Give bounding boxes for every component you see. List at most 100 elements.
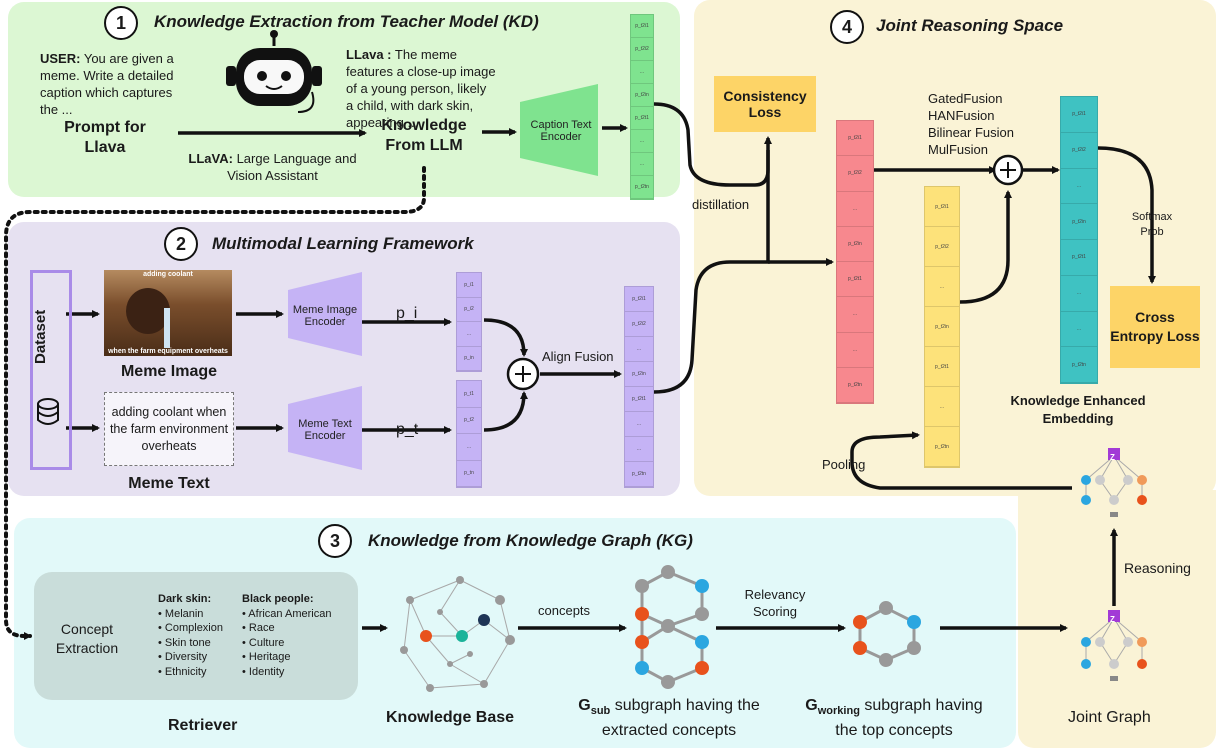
gsub-text: subgraph having the extracted concepts: [601, 697, 760, 740]
reasoning-label: Reasoning: [1124, 560, 1191, 576]
list-item: • Identity: [242, 665, 285, 678]
vector-cell: ...: [457, 434, 481, 461]
knowledge-base-graph: [403, 579, 511, 689]
caption-text-encoder: Caption Text Encoder: [530, 119, 592, 143]
vector-cell: ...: [1061, 169, 1097, 205]
vector-cell: p_t2t1: [631, 107, 653, 130]
panel1-title: Knowledge Extraction from Teacher Model …: [154, 12, 539, 31]
knowledge-base-label: Knowledge Base: [386, 709, 515, 726]
list-item: • Race: [242, 622, 275, 634]
vector-cell: ...: [631, 130, 653, 153]
vector-cell: p_t1: [457, 381, 481, 408]
vector-cell: p_t2: [457, 408, 481, 434]
dataset-label: Dataset: [32, 309, 49, 365]
gworking-text: subgraph having the top concepts: [835, 697, 983, 740]
vector-cell: p_i2: [457, 298, 481, 322]
vector-cell: ...: [925, 387, 959, 427]
step-number-4: 4: [830, 10, 864, 44]
vector-cell: ...: [925, 267, 959, 307]
joint-graph-label: Joint Graph: [1068, 709, 1151, 726]
vector-cell: p_t2i1: [631, 15, 653, 38]
meme-text-box: adding coolant when the farm environment…: [104, 392, 234, 466]
black-people-title: Black people:: [242, 593, 314, 605]
llava-definition: LLaVA: Large Language and Vision Assista…: [180, 150, 365, 184]
vector-cell: p_t2t1: [1061, 240, 1097, 276]
relevancy-label: Relevancy Scoring: [744, 587, 806, 619]
vector-cell: p_i1: [457, 273, 481, 298]
pooling-label: Pooling: [822, 457, 866, 472]
step-number-1: 1: [104, 6, 138, 40]
vector-cell: p_t2i1: [925, 187, 959, 227]
user-prompt: USER: You are given a meme. Write a deta…: [40, 50, 190, 118]
vector-cell: ...: [837, 297, 873, 333]
list-item: • Ethnicity: [158, 665, 207, 678]
step-number-2: 2: [164, 227, 198, 261]
vector-cell: p_t2i2: [837, 156, 873, 192]
list-item: • Skin tone: [158, 636, 211, 649]
meme-text-label: Meme Text: [128, 475, 210, 492]
retriever-label: Retriever: [168, 717, 238, 734]
panel2-title: Multimodal Learning Framework: [212, 234, 474, 253]
prompt-for-llava: Prompt for Llava: [64, 119, 146, 156]
llava-output: LLava : The meme features a close-up ima…: [346, 46, 496, 131]
vector-cell: p_t2t1: [625, 387, 653, 412]
panel4-title: Joint Reasoning Space: [876, 16, 1064, 35]
dark-skin-list: Dark skin: • Melanin • Complexion • Skin…: [158, 592, 223, 679]
vector-cell: ...: [837, 192, 873, 227]
gworking-graph: [858, 606, 916, 662]
panel3-title: Knowledge from Knowledge Graph (KG): [368, 531, 693, 550]
vector-cell: ...: [625, 437, 653, 462]
fusion-option-gated: GatedFusion: [928, 91, 1003, 106]
list-item: • Heritage: [242, 651, 291, 663]
vector-cell: p_t2tn: [925, 427, 959, 467]
list-item: • Melanin: [158, 607, 204, 620]
concept-extraction-label: Concept Extraction: [55, 621, 119, 656]
vector-cell: p_t2i2: [925, 227, 959, 267]
vector-cell: p_t2t1: [925, 347, 959, 387]
user-label: USER:: [40, 51, 81, 66]
list-item: • Culture: [242, 636, 285, 649]
cross-entropy-box: Cross Entropy Loss: [1110, 286, 1200, 368]
vector-cell: p_t2i2: [631, 38, 653, 61]
vector-cell: p_t2i1: [837, 121, 873, 157]
knowledge-enhanced-embedding-label: Knowledge Enhanced Embedding: [1010, 393, 1146, 426]
vector-cell: ...: [457, 322, 481, 347]
meme-image-caption-bottom: when the farm equipment overheats: [108, 348, 228, 355]
plus-circle-icon: [992, 154, 1024, 186]
gworking-subscript: working: [817, 705, 860, 718]
pi-label: p_i: [396, 305, 418, 322]
distillation-label: distillation: [692, 197, 750, 212]
fusion-options: GatedFusion HANFusion Bilinear Fusion Mu…: [928, 90, 1014, 158]
vector-cell: p_t2tn: [625, 462, 653, 487]
meme-text-encoder: Meme Text Encoder: [298, 418, 352, 442]
vector-cell: p_t2in: [925, 307, 959, 347]
step-number-3: 3: [318, 524, 352, 558]
vector-cell: ...: [1061, 276, 1097, 312]
list-item: • Complexion: [158, 622, 223, 634]
z-node-label-bottom: Z: [1110, 615, 1115, 624]
meme-image-encoder: Meme Image Encoder: [292, 304, 358, 328]
fusion-option-bilinear: Bilinear Fusion: [928, 125, 1014, 140]
pt-label: p_t: [396, 421, 419, 438]
user-text: You are given a meme. Write a detailed c…: [40, 51, 174, 117]
vector-cell: p_t2in: [631, 84, 653, 107]
llava-def-text: Large Language and Vision Assistant: [227, 151, 357, 183]
softmax-label: Softmax Prob: [1131, 211, 1173, 238]
meme-image: adding coolant when the farm equipment o…: [104, 270, 232, 356]
vector-cell: p_t2t1: [837, 262, 873, 298]
gworking-caption: Gworking subgraph having the top concept…: [796, 696, 992, 741]
database-icon: [37, 398, 59, 425]
vector-cell: ...: [631, 153, 653, 176]
vector-cell: p_t2i2: [1061, 133, 1097, 169]
vector-cell: p_t2i1: [625, 287, 653, 312]
fusion-option-han: HANFusion: [928, 108, 995, 123]
knowledge-from-llm: Knowledge From LLM: [381, 117, 467, 154]
gsub-caption: Gsub subgraph having the extracted conce…: [574, 696, 764, 741]
